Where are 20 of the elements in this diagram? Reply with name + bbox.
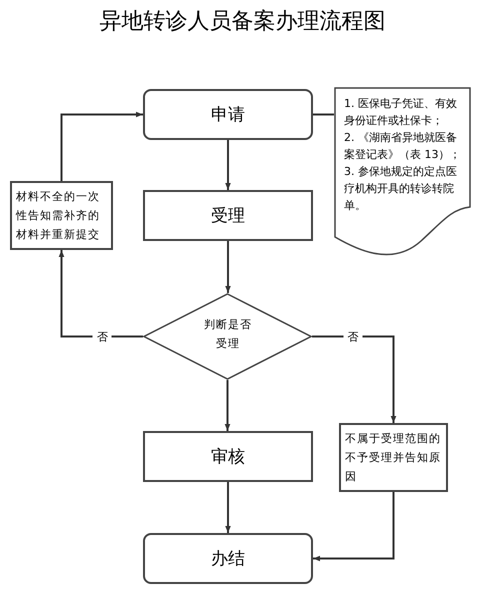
process-box: 材料不全的一次性告知需补齐的材料并重新提交 (10, 181, 113, 250)
note-text: 1. 医保电子凭证、有效身份证件或社保卡； (344, 96, 458, 129)
note-text: 2. 《湖南省异地就医备案登记表》（表 13）； (344, 130, 462, 163)
arrow (60, 112, 143, 181)
arrow (225, 241, 231, 293)
arrow (312, 336, 396, 423)
connector-line (313, 114, 334, 116)
decision-text: 判断是否受理 (203, 317, 253, 352)
process-box: 受理 (143, 190, 313, 241)
arrow (225, 482, 231, 533)
arrow (225, 140, 231, 190)
process-box: 办结 (143, 533, 313, 584)
note-text: 3. 参保地规定的定点医疗机构开具的转诊转院单。 (344, 164, 458, 214)
diagram-title: 异地转诊人员备案办理流程图 (98, 8, 386, 36)
arrow (313, 492, 394, 562)
process-box: 审核 (143, 431, 313, 482)
process-box: 申请 (143, 89, 313, 140)
arrow (58, 250, 143, 338)
process-box: 不属于受理范围的不予受理并告知原因 (339, 423, 448, 492)
arrow (224, 380, 230, 431)
